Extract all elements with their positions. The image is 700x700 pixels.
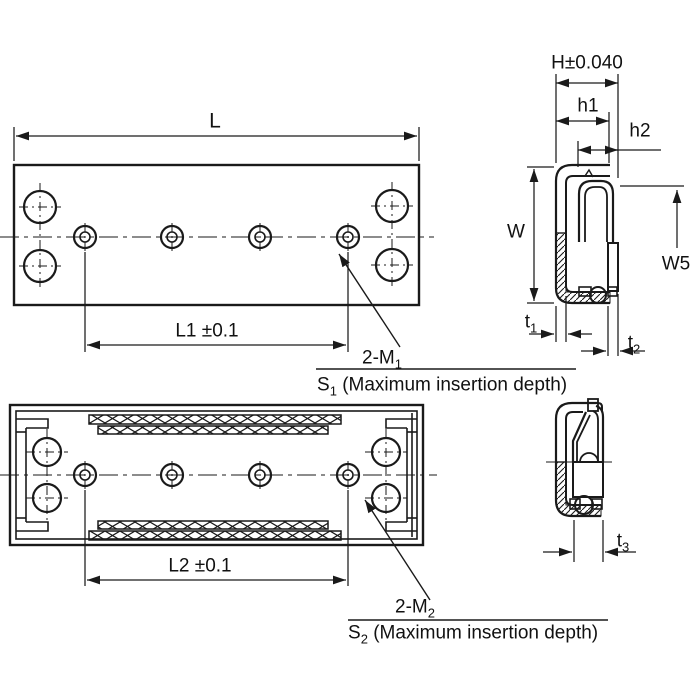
dimension-t3 (543, 520, 636, 562)
dim-label-t3: t3 (616, 530, 630, 555)
plan-view-outer-member (0, 127, 576, 370)
dim-label-t1: t1 (524, 311, 538, 336)
mounting-hole (370, 436, 402, 468)
outer-member-outline (12, 163, 421, 307)
ball-retainer-strip (88, 414, 342, 425)
dimension-L (13, 127, 420, 161)
ball-retainer (607, 286, 618, 297)
mounting-hole (374, 247, 410, 283)
tapped-holes (72, 223, 361, 251)
leader-2-M2 (364, 499, 431, 601)
dimension-t2 (581, 294, 645, 356)
dim-label-L2: L2 ±0.1 (168, 555, 232, 577)
ball-dome (579, 452, 599, 463)
dim-label-H: H±0.040 (551, 52, 623, 74)
plan-view-assembled (0, 403, 608, 621)
cross-section-view-1 (527, 74, 684, 356)
dim-label-W: W (507, 221, 525, 243)
note-label-2-M2: 2-M2 (395, 596, 435, 621)
note-label-2-M1: 2-M1 (362, 347, 402, 372)
dim-label-L: L (209, 109, 221, 133)
inner-rail-section (572, 461, 604, 498)
inner-rail-outline (577, 179, 615, 242)
dimension-L2 (84, 490, 349, 586)
inner-rail-tab (587, 398, 599, 412)
dimension-W (527, 166, 554, 304)
mounting-hole (370, 482, 402, 514)
note-label-S1: S1 (Maximum insertion depth) (317, 374, 568, 399)
leader-2-M1 (338, 253, 401, 348)
mounting-hole (22, 189, 58, 225)
ball-bearing (589, 286, 607, 304)
ball-retainer-strip (97, 520, 329, 530)
tapped-holes (72, 461, 361, 489)
note-label-S2: S2 (Maximum insertion depth) (348, 622, 599, 647)
outer-rail-outline (554, 401, 601, 518)
dimension-t1 (529, 296, 592, 342)
dimension-W5 (620, 185, 684, 248)
outer-rail-flange-section (607, 242, 619, 292)
cross-section-view-2 (543, 398, 636, 562)
dim-label-L1: L1 ±0.1 (175, 320, 239, 342)
dim-label-t2: t2 (627, 332, 641, 357)
ball-retainer-strip (97, 425, 329, 435)
mounting-hole (31, 436, 63, 468)
dimension-h2 (577, 141, 661, 167)
dimension-h1 (556, 112, 610, 163)
inner-rail-outline (571, 411, 588, 462)
ball-bearing (574, 495, 594, 515)
mounting-hole (31, 482, 63, 514)
mounting-hole (374, 188, 410, 224)
dim-label-h2: h2 (629, 120, 651, 142)
dim-label-W5: W5 (661, 253, 691, 275)
ball-retainer-strip (88, 530, 342, 541)
mounting-hole (22, 248, 58, 284)
dim-label-h1: h1 (577, 95, 599, 117)
